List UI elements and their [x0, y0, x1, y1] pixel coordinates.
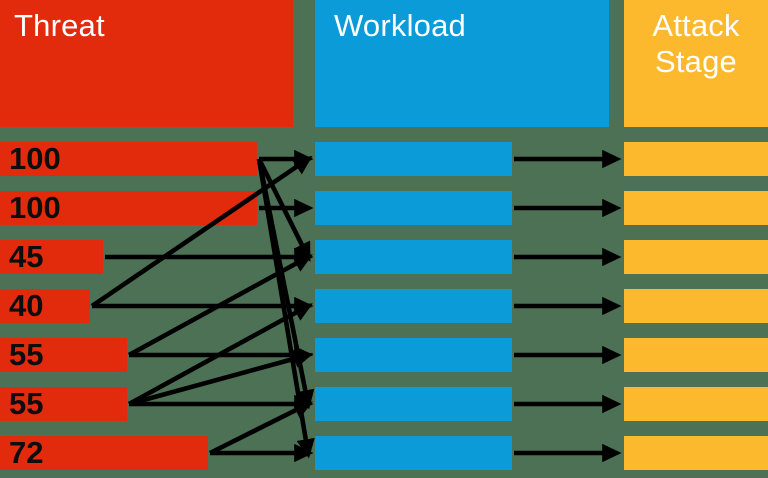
- threat-value-label: 55: [9, 337, 44, 372]
- flow-arrow: [127, 254, 313, 358]
- workload-bar: [315, 191, 512, 225]
- workload-bar: [315, 338, 512, 372]
- column-header-threat-label: Threat: [14, 8, 105, 43]
- attack-stage-bar: [624, 240, 768, 274]
- workload-bar: [315, 289, 512, 323]
- flow-arrow: [127, 303, 313, 407]
- column-header-threat: Threat: [0, 0, 293, 127]
- threat-bar: 45: [0, 240, 103, 274]
- workload-bar: [315, 240, 512, 274]
- flow-arrow: [256, 157, 311, 262]
- threat-bar: 72: [0, 436, 208, 470]
- column-header-attack-stage-label: Attack Stage: [652, 8, 740, 79]
- threat-value-label: 40: [9, 288, 44, 323]
- flow-arrow: [128, 349, 314, 407]
- threat-bar: 100: [0, 142, 257, 176]
- threat-value-label: 100: [9, 190, 61, 225]
- threat-value-label: 45: [9, 239, 44, 274]
- threat-bar: 55: [0, 387, 127, 421]
- workload-bar: [315, 142, 512, 176]
- attack-stage-bar: [624, 289, 768, 323]
- attack-stage-bar: [624, 387, 768, 421]
- attack-stage-bar: [624, 338, 768, 372]
- threat-bar: 55: [0, 338, 127, 372]
- flow-arrow: [208, 401, 313, 456]
- threat-value-label: 100: [9, 141, 61, 176]
- flow-arrow: [256, 158, 315, 459]
- attack-stage-bar: [624, 436, 768, 470]
- column-header-attack-stage: Attack Stage: [624, 0, 768, 127]
- threat-bar: 100: [0, 191, 257, 225]
- threat-value-label: 55: [9, 386, 44, 421]
- threat-value-label: 72: [9, 435, 44, 470]
- flow-arrow: [256, 158, 315, 410]
- workload-bar: [315, 387, 512, 421]
- flow-arrow: [90, 155, 313, 308]
- attack-stage-bar: [624, 142, 768, 176]
- workload-bar: [315, 436, 512, 470]
- column-header-workload: Workload: [315, 0, 609, 127]
- threat-bar: 40: [0, 289, 90, 323]
- column-header-workload-label: Workload: [334, 8, 466, 43]
- attack-stage-bar: [624, 191, 768, 225]
